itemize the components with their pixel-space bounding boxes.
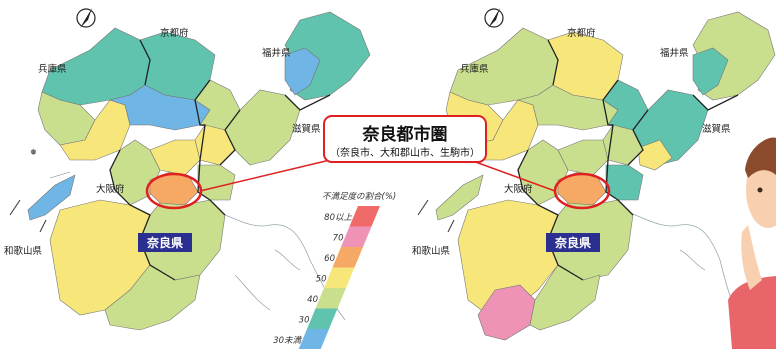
label-hyogo: 兵庫県 — [38, 63, 67, 75]
r-label-kyoto: 京都府 — [567, 27, 596, 39]
island-mark: ❅ — [30, 148, 37, 158]
r-region-shiga-y — [637, 139, 673, 171]
legend-tick-label: 50 — [316, 275, 327, 285]
label-fukui: 福井県 — [262, 47, 291, 59]
legend-swatch — [307, 308, 338, 329]
left-map: ❅ 京都府 兵庫県 福井県 滋賀県 大阪府 和歌山県 奈良県 — [4, 8, 371, 331]
r-region-fukui-teal — [692, 47, 729, 96]
nara-badge-left — [138, 233, 192, 252]
r-label-hyogo: 兵庫県 — [460, 63, 489, 75]
legend-swatch — [298, 329, 329, 349]
legend-title: 不満足度の割合(%) — [322, 191, 396, 202]
region-wakayama-south — [104, 264, 201, 331]
nara-badge-right — [546, 233, 600, 252]
legend-tick-label: 70 — [333, 234, 344, 244]
person-illustration — [728, 137, 776, 349]
callout-title: 奈良都市圏 — [362, 124, 448, 145]
callout-box: 奈良都市圏 （奈良市、大和郡山市、生駒市） — [323, 115, 487, 163]
label-osaka: 大阪府 — [96, 183, 125, 195]
legend-swatch — [332, 247, 363, 268]
r-label-wakayama: 和歌山県 — [412, 245, 451, 257]
region-fukui-blue — [284, 47, 321, 96]
right-map: 京都府 兵庫県 福井県 滋賀県 大阪府 和歌山県 奈良県 — [412, 8, 776, 341]
r-label-osaka: 大阪府 — [504, 183, 533, 195]
connector-right — [469, 159, 556, 192]
region-shiga — [224, 89, 301, 166]
r-region-mie-west — [605, 164, 644, 201]
nara-badge-left-text: 奈良県 — [146, 235, 183, 250]
legend-swatch — [341, 226, 372, 247]
r-region-wakayama-south — [477, 284, 536, 341]
legend-tick-label: 30 — [299, 316, 310, 326]
label-kyoto: 京都府 — [160, 27, 189, 39]
region-awaji — [27, 174, 76, 221]
north-arrow-icon — [76, 8, 96, 28]
legend-swatch — [349, 206, 380, 227]
legend-swatch — [324, 267, 355, 288]
legend-swatch — [315, 288, 346, 309]
region-mie-west — [197, 164, 236, 201]
legend-tick-label: 30未満 — [273, 335, 302, 346]
r-region-wakayama-se — [529, 264, 601, 331]
legend-tick-label: 80以上 — [324, 212, 352, 223]
r-region-awaji — [435, 174, 484, 221]
legend: 不満足度の割合(%) 80以上 70 60 50 40 30 30未満 — [273, 191, 396, 349]
legend-tick-label: 40 — [307, 295, 318, 305]
label-shiga: 滋賀県 — [292, 123, 321, 135]
legend-tick-label: 60 — [324, 254, 335, 264]
r-label-shiga: 滋賀県 — [702, 123, 731, 135]
r-label-fukui: 福井県 — [660, 47, 689, 59]
label-wakayama: 和歌山県 — [4, 245, 43, 257]
callout-subtitle: （奈良市、大和郡山市、生駒市） — [330, 146, 480, 159]
connector-left — [199, 159, 331, 192]
north-arrow-icon-right — [484, 8, 504, 28]
nara-badge-right-text: 奈良県 — [554, 235, 591, 250]
